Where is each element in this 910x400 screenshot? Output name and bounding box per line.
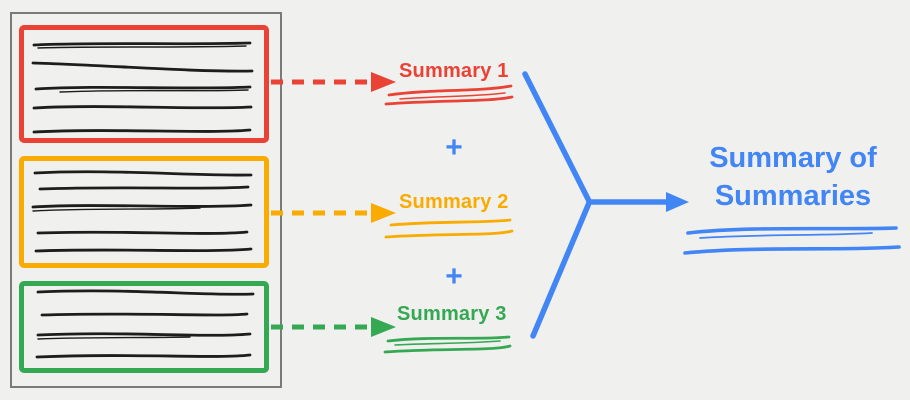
scribble-line — [683, 245, 901, 255]
merge-line-top — [522, 71, 592, 204]
scribble-line — [384, 95, 514, 106]
chunk-2-text-scribbles — [31, 170, 253, 253]
summary-1-scribbles — [384, 84, 514, 106]
document-chunk-3 — [19, 281, 269, 373]
scribble-line — [36, 230, 249, 235]
scribble-line — [32, 128, 252, 134]
merge-line-bottom — [530, 200, 592, 339]
chunk-2-arrow — [271, 203, 396, 223]
scribble-line — [34, 247, 253, 253]
result-scribbles — [683, 226, 901, 255]
scribble-line — [699, 232, 873, 239]
merge-arrow — [522, 71, 670, 339]
scribble-line — [387, 84, 513, 97]
chunk-1-arrow — [271, 72, 396, 92]
scribble-line — [399, 92, 506, 100]
merge-arrow-head — [666, 192, 689, 212]
chunk-1-text-scribbles — [31, 41, 254, 134]
chunk-3-arrow — [271, 317, 396, 337]
document-chunk-1 — [19, 25, 269, 143]
dashed-arrow-head — [371, 203, 396, 223]
scribble-line — [386, 335, 511, 343]
dashed-arrow-head — [371, 317, 396, 337]
scribble-line — [32, 41, 252, 47]
summary-1-label: Summary 1 — [399, 60, 509, 82]
scribble-line — [686, 226, 898, 235]
document-container — [10, 12, 282, 388]
scribble-line — [33, 170, 253, 177]
plus-operator-2: + — [445, 260, 463, 293]
plus-operator-1: + — [445, 131, 463, 164]
summary-3-scribbles — [383, 335, 512, 354]
scribble-line — [31, 203, 253, 209]
scribble-line — [38, 185, 250, 191]
scribble-line — [384, 229, 514, 239]
document-chunk-2 — [19, 156, 269, 268]
summary-2-label: Summary 2 — [399, 191, 509, 213]
summary-3-label: Summary 3 — [397, 303, 507, 325]
scribble-line — [32, 105, 253, 110]
scribble-line — [40, 312, 249, 317]
scribble-line — [32, 207, 201, 212]
scribble-line — [37, 45, 247, 49]
scribble-line — [34, 85, 252, 91]
scribble-line — [36, 289, 255, 296]
scribble-line — [37, 336, 191, 340]
scribble-line — [59, 89, 249, 93]
chunk-3-text-scribbles — [35, 289, 255, 359]
scribble-line — [383, 344, 512, 354]
dashed-arrow-head — [371, 72, 396, 92]
summary-2-scribbles — [384, 218, 514, 239]
scribble-line — [394, 340, 501, 346]
scribble-line — [36, 332, 252, 337]
result-label: Summary of Summaries — [709, 142, 877, 212]
scribble-line — [389, 218, 512, 227]
scribble-line — [35, 353, 252, 359]
scribble-line — [31, 61, 254, 73]
